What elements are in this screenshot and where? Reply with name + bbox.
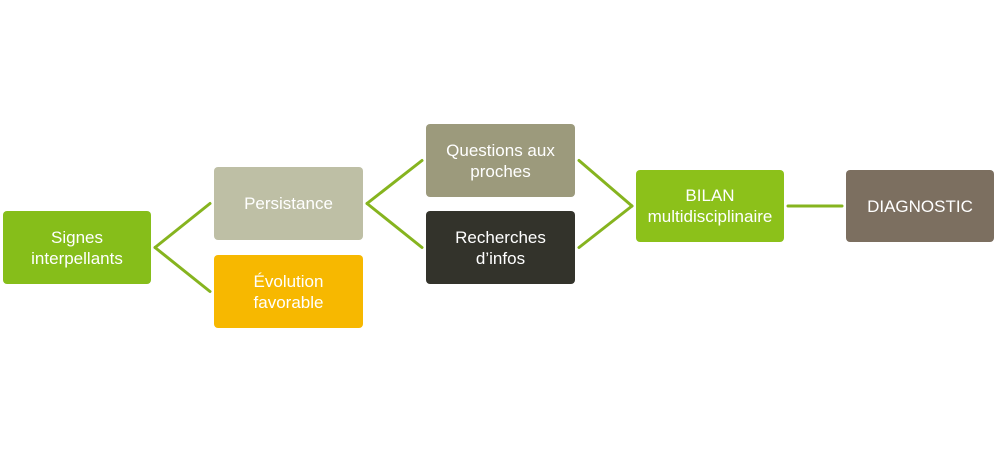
node-signes-interpellants: Signes interpellants <box>3 211 151 284</box>
connector-signes-persistance <box>153 202 212 249</box>
connector-persistance-questions <box>365 159 424 205</box>
node-persistance: Persistance <box>214 167 363 240</box>
node-bilan-multidisciplinaire: BILAN multidisciplinaire <box>636 170 784 242</box>
node-evolution-favorable: Évolution favorable <box>214 255 363 328</box>
connector-recherches-bilan <box>577 204 634 249</box>
node-questions-aux-proches: Questions aux proches <box>426 124 575 197</box>
node-recherches-infos: Recherches d’infos <box>426 211 575 284</box>
connector-persistance-recherches <box>365 202 424 249</box>
connector-signes-evolution <box>153 246 212 293</box>
node-diagnostic: DIAGNOSTIC <box>846 170 994 242</box>
connector-questions-bilan <box>577 159 634 208</box>
